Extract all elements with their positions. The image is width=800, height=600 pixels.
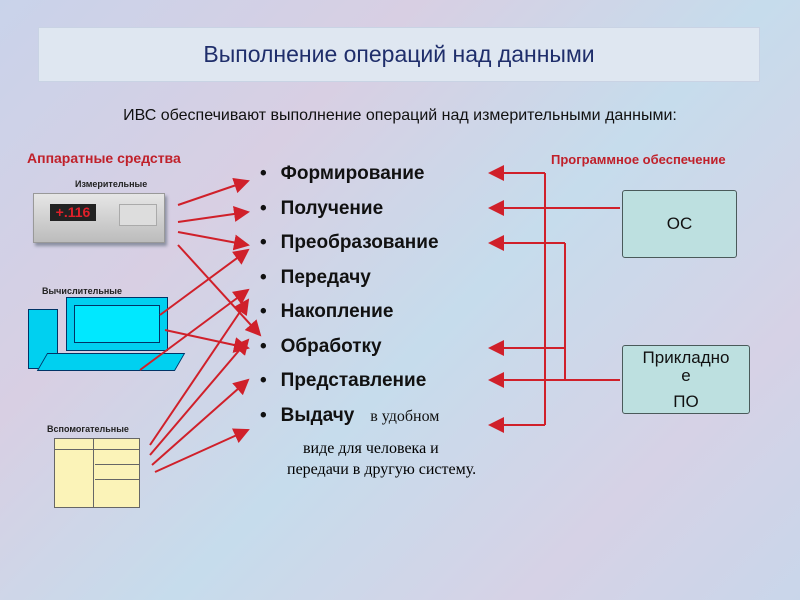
computing-label: Вычислительные <box>42 286 122 296</box>
arrow <box>149 298 250 446</box>
operations-list: Формирование Получение Преобразование Пе… <box>260 163 440 440</box>
list-item: Формирование <box>260 163 439 198</box>
list-item: Преобразование <box>260 232 439 267</box>
arrow <box>139 288 250 371</box>
app-label-2: е <box>681 365 691 385</box>
arrow <box>177 206 250 223</box>
arrow <box>164 329 250 353</box>
cabinet-icon <box>54 438 140 508</box>
device-display: +.116 <box>50 204 96 221</box>
arrow <box>151 378 250 466</box>
list-item: Накопление <box>260 301 439 336</box>
os-label: ОС <box>666 214 693 233</box>
os-scroll: ОС <box>622 190 737 258</box>
note-line2: виде для человека и <box>303 440 439 457</box>
arrow <box>149 338 250 456</box>
software-heading: Программное обеспечение <box>551 152 726 167</box>
list-item-text: Выдачу <box>280 404 355 426</box>
auxiliary-label: Вспомогательные <box>47 424 129 434</box>
app-software-scroll: Прикладно е ПО <box>622 345 750 414</box>
note-line3: передачи в другую систему. <box>287 461 477 478</box>
arrow <box>154 428 250 473</box>
list-item: Представление <box>260 370 439 405</box>
list-item: Выдачу в удобном <box>260 404 440 440</box>
slide-title: Выполнение операций над данными <box>38 27 760 82</box>
measuring-device-image: +.116 <box>33 193 165 243</box>
app-label-1: Прикладно <box>642 347 730 367</box>
subtitle: ИВС обеспечивают выполнение операций над… <box>123 107 677 124</box>
hardware-heading: Аппаратные средства <box>27 150 181 166</box>
arrow <box>177 231 250 251</box>
arrow <box>177 244 262 337</box>
list-item: Получение <box>260 198 439 233</box>
list-item: Обработку <box>260 336 439 371</box>
arrow <box>159 248 250 316</box>
note-inline: в удобном <box>370 407 440 425</box>
list-item: Передачу <box>260 267 439 302</box>
arrow <box>177 177 250 206</box>
app-label-3: ПО <box>673 391 699 411</box>
measuring-label: Измерительные <box>75 179 148 189</box>
